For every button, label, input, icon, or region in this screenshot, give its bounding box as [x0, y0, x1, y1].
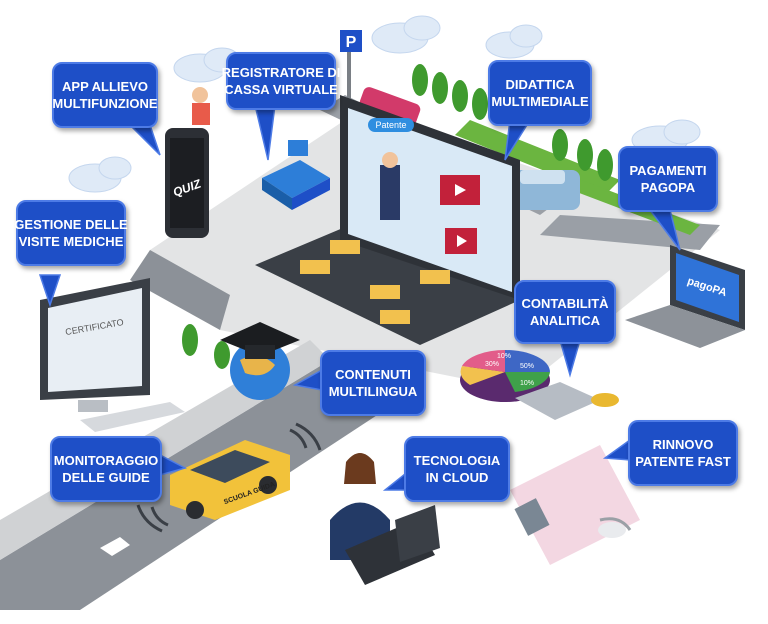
callout-line: APP ALLIEVO: [62, 78, 148, 95]
tail-didattica: [505, 120, 530, 160]
callout-line: PAGOPA: [641, 179, 695, 196]
callout-line: GESTIONE DELLE: [14, 216, 127, 233]
callout-line: CONTENUTI: [335, 366, 411, 383]
callout-line: DIDATTICA: [505, 76, 574, 93]
callout-line: ANALITICA: [530, 312, 600, 329]
callout-line: CONTABILITÀ: [521, 295, 608, 312]
tail-registratore: [255, 105, 275, 160]
callout-didattica: DIDATTICA MULTIMEDIALE: [488, 60, 592, 126]
callout-line: CASSA VIRTUALE: [224, 81, 338, 98]
tail-monitoraggio: [160, 455, 185, 475]
callout-line: MULTIMEDIALE: [491, 93, 588, 110]
callout-line: RINNOVO: [653, 436, 714, 453]
callout-contenuti: CONTENUTI MULTILINGUA: [320, 350, 426, 416]
tail-visite: [40, 275, 60, 305]
tail-contenuti: [295, 370, 322, 390]
callout-app-allievo: APP ALLIEVO MULTIFUNZIONE: [52, 62, 158, 128]
callout-tecnologia: TECNOLOGIA IN CLOUD: [404, 436, 510, 502]
callout-visite: GESTIONE DELLE VISITE MEDICHE: [16, 200, 126, 266]
tail-rinnovo: [605, 440, 630, 460]
callout-line: REGISTRATORE DI: [222, 64, 341, 81]
callout-pagamenti: PAGAMENTI PAGOPA: [618, 146, 718, 212]
callout-line: PAGAMENTI: [629, 162, 706, 179]
callout-line: MULTIFUNZIONE: [52, 95, 157, 112]
tail-pagamenti: [650, 210, 680, 250]
callout-registratore: REGISTRATORE DI CASSA VIRTUALE: [226, 52, 336, 110]
callout-line: MULTILINGUA: [329, 383, 418, 400]
callout-line: DELLE GUIDE: [62, 469, 149, 486]
callout-line: MONITORAGGIO: [54, 452, 158, 469]
callout-line: VISITE MEDICHE: [19, 233, 124, 250]
callout-line: TECNOLOGIA: [414, 452, 501, 469]
callout-rinnovo: RINNOVO PATENTE FAST: [628, 420, 738, 486]
callout-line: IN CLOUD: [426, 469, 489, 486]
tail-contabilita: [560, 340, 580, 375]
callout-line: PATENTE FAST: [635, 453, 731, 470]
callout-contabilita: CONTABILITÀ ANALITICA: [514, 280, 616, 344]
callout-monitoraggio: MONITORAGGIO DELLE GUIDE: [50, 436, 162, 502]
tail-app-allievo: [130, 125, 160, 155]
